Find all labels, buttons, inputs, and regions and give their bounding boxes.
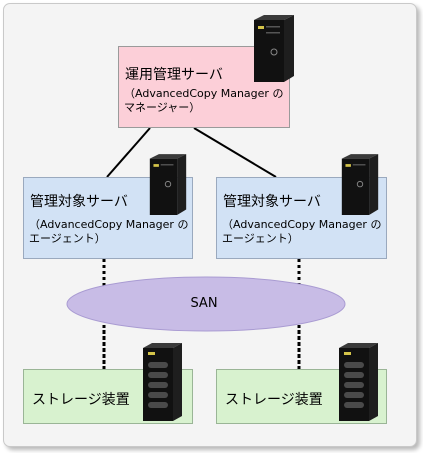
agent-title: 管理対象サーバ [30, 194, 128, 210]
storage-rack-icon [339, 343, 378, 421]
agent-description: （AdvancedCopy Manager の エージェント） [222, 218, 381, 246]
agent-server-box-right: 管理対象サーバ （AdvancedCopy Manager の エージェント） [216, 177, 387, 259]
agent-title: 管理対象サーバ [223, 194, 321, 210]
agent-desc-line2: エージェント） [222, 232, 299, 245]
server-tower-icon [254, 15, 294, 82]
manager-description: （AdvancedCopy Manager の マネージャー） [124, 87, 283, 115]
storage-rack-icon [143, 343, 182, 421]
storage-label: ストレージ装置 [225, 392, 323, 408]
server-tower-icon [341, 154, 379, 215]
manager-desc-line2: マネージャー） [124, 101, 201, 114]
link-manager-agent2 [193, 127, 277, 178]
agent-description: （AdvancedCopy Manager の エージェント） [29, 218, 188, 246]
link-manager-agent1 [106, 127, 151, 178]
server-tower-icon [149, 154, 187, 215]
agent-desc-line2: エージェント） [29, 232, 106, 245]
san-ellipse [66, 276, 346, 332]
agent-desc-line1: （AdvancedCopy Manager の [29, 218, 189, 231]
agent-desc-line1: （AdvancedCopy Manager の [222, 218, 382, 231]
storage-label: ストレージ装置 [32, 392, 130, 408]
manager-title: 運用管理サーバ [125, 67, 223, 83]
san-label: SAN [190, 296, 218, 311]
manager-desc-line1: （AdvancedCopy Manager の [124, 87, 284, 100]
